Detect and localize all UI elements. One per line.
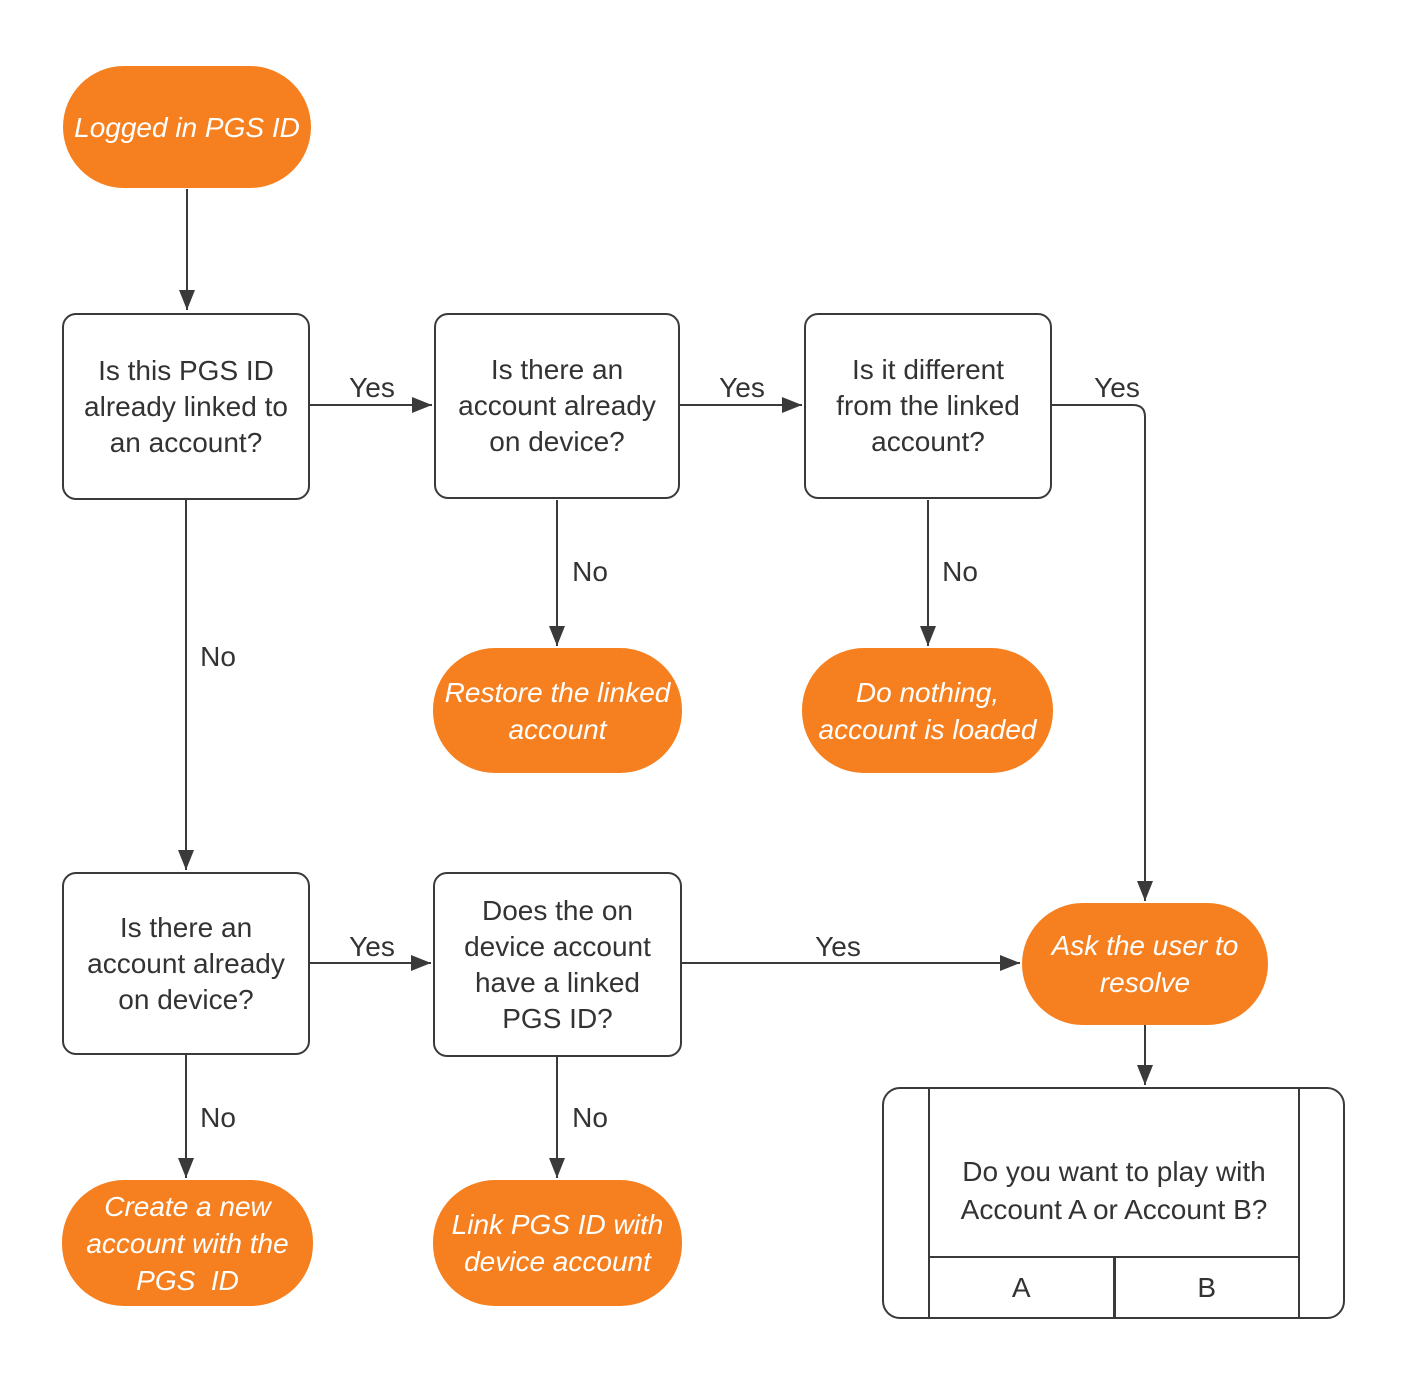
node-do-nothing-pill: Do nothing, account is loaded bbox=[802, 648, 1053, 773]
node-q-device-bottom-box: Is there an account already on device? bbox=[62, 872, 310, 1055]
edge-label-yes-4: Yes bbox=[349, 931, 395, 962]
edge-label-no-2: No bbox=[572, 556, 608, 587]
dialog-button-a[interactable]: A bbox=[930, 1258, 1116, 1317]
dialog-button-b[interactable]: B bbox=[1115, 1258, 1298, 1317]
node-create-new-pill: Create a new account with the PGS ID bbox=[62, 1180, 313, 1306]
node-start-label: Logged in PGS ID bbox=[74, 111, 300, 143]
edge-label-no-1: No bbox=[200, 641, 236, 672]
node-ask-resolve-pill: Ask the user to resolve bbox=[1022, 903, 1268, 1025]
edge-label-yes-5: Yes bbox=[815, 931, 861, 962]
node-link-pgs-label: Link PGS ID with device account bbox=[451, 1209, 664, 1277]
node-q-different-label: Is it different from the linked account? bbox=[836, 354, 1020, 457]
node-q-device-bottom-label: Is there an account already on device? bbox=[87, 911, 285, 1015]
node-q-pgs-link-label: Does the on device account have a linked… bbox=[464, 894, 651, 1034]
node-q-pgs-link-box: Does the on device account have a linked… bbox=[433, 872, 682, 1057]
node-q-linked-label: Is this PGS ID already linked to an acco… bbox=[84, 354, 288, 458]
node-start-pill: Logged in PGS ID bbox=[63, 66, 311, 188]
node-link-pgs-pill: Link PGS ID with device account bbox=[433, 1180, 682, 1306]
node-q-device-top-box: Is there an account already on device? bbox=[434, 313, 680, 499]
edge-label-no-5: No bbox=[572, 1102, 608, 1133]
edge-label-yes-1: Yes bbox=[349, 372, 395, 403]
edge-label-yes-2: Yes bbox=[719, 372, 765, 403]
edge-label-no-4: No bbox=[200, 1102, 236, 1133]
edge-yes-q-different-to-ask-resolve bbox=[1052, 404, 1153, 901]
node-q-device-top-label: Is there an account already on device? bbox=[458, 354, 656, 457]
node-q-different-box: Is it different from the linked account? bbox=[804, 313, 1052, 499]
edge-label-no-3: No bbox=[942, 556, 978, 587]
node-restore-pill: Restore the linked account bbox=[433, 648, 682, 773]
dialog-box: Do you want to play with Account A or Ac… bbox=[882, 1087, 1345, 1319]
node-do-nothing-label: Do nothing, account is loaded bbox=[818, 676, 1037, 745]
dialog-message: Do you want to play with Account A or Ac… bbox=[930, 1089, 1298, 1258]
edge-label-yes-3: Yes bbox=[1094, 372, 1140, 403]
node-create-new-label: Create a new account with the PGS ID bbox=[86, 1190, 289, 1296]
node-q-linked-box: Is this PGS ID already linked to an acco… bbox=[62, 313, 310, 500]
dialog-button-row: A B bbox=[930, 1258, 1298, 1317]
node-restore-label: Restore the linked account bbox=[444, 676, 671, 745]
dialog-frame: Do you want to play with Account A or Ac… bbox=[928, 1089, 1300, 1317]
node-ask-resolve-label: Ask the user to resolve bbox=[1051, 930, 1239, 998]
